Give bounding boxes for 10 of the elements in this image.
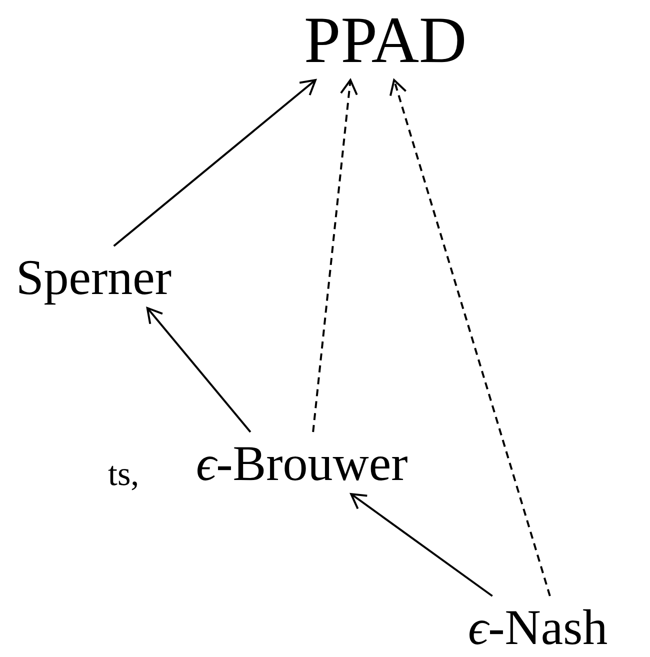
arrow [312,79,358,432]
node-label: PPAD [304,4,467,77]
arrow [113,79,316,247]
node-label: ϵ-Brouwer [196,435,408,491]
arrow [350,493,493,597]
arrow [146,307,252,433]
node-label: Sperner [16,249,172,305]
text-fragment: ts, [108,458,140,492]
arrow [389,79,551,596]
node-label: ϵ-Nash [468,599,608,655]
